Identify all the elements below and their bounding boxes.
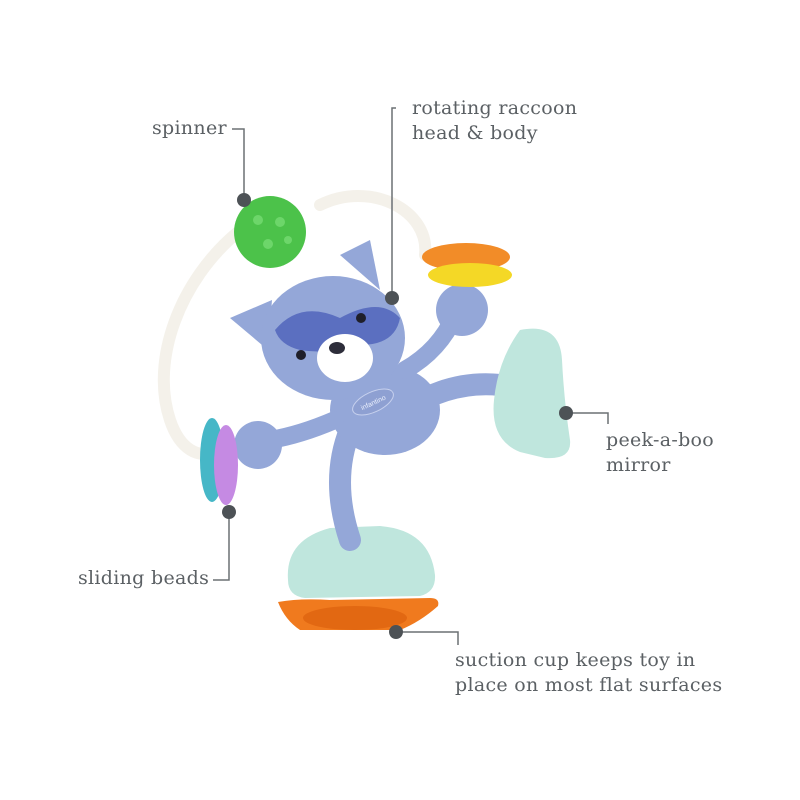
callout-suction: suction cup keeps toy in place on most f…: [455, 648, 722, 698]
ring-yellow: [428, 263, 512, 287]
callout-spinner: spinner: [152, 116, 227, 141]
callout-suction-line-2: place on most flat surfaces: [455, 674, 723, 696]
bead-purple: [214, 425, 238, 505]
callout-spinner-line-1: spinner: [152, 117, 227, 139]
callout-mirror-line-2: mirror: [606, 454, 671, 476]
callout-raccoon: rotating raccoon head & body: [412, 96, 577, 146]
callout-suction-line-1: suction cup keeps toy in: [455, 649, 696, 671]
callout-beads: sliding beads: [78, 566, 209, 591]
callout-raccoon-line-1: rotating raccoon: [412, 97, 578, 119]
raccoon-eye-left: [296, 350, 306, 360]
leader-lines: [213, 107, 609, 645]
raccoon-eye-right: [356, 313, 366, 323]
callout-raccoon-line-2: head & body: [412, 122, 538, 144]
raccoon-muzzle: [317, 334, 373, 382]
spinner-ball: [234, 196, 306, 268]
peek-a-boo-mirror: [493, 328, 571, 459]
callout-mirror-line-1: peek-a-boo: [606, 429, 715, 451]
raccoon-ear-right: [340, 240, 380, 290]
ring-orange: [422, 243, 510, 271]
callout-beads-line-1: sliding beads: [78, 567, 210, 589]
ring-track: [157, 226, 244, 460]
ring-track-top: [314, 189, 432, 261]
mint-base: [287, 526, 436, 598]
leader-dots: [222, 193, 573, 639]
raccoon-leg: [329, 419, 361, 551]
callout-mirror: peek-a-boo mirror: [606, 428, 714, 478]
raccoon-mask: [275, 307, 400, 352]
brand-badge: [352, 388, 394, 416]
raccoon-nose: [329, 342, 345, 354]
